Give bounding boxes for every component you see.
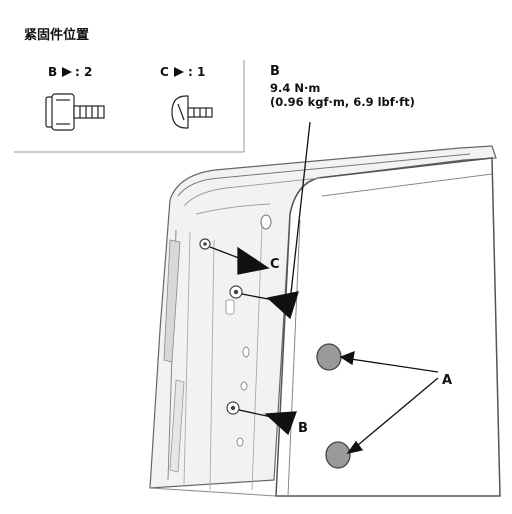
body-panel-illustration — [149, 145, 501, 497]
callout-leaders — [209, 121, 439, 454]
door-opening — [275, 157, 501, 497]
callout-c-marker-icon — [237, 246, 270, 275]
plug-a-lower — [325, 441, 351, 469]
legend-b-letter: B — [48, 65, 57, 79]
flange-bolt-icon — [45, 93, 105, 131]
screw-icon — [171, 95, 213, 129]
legend-b-qty: : 2 — [75, 65, 92, 79]
torque-spec-conversion: (0.96 kgf·m, 6.9 lbf·ft) — [270, 95, 415, 109]
torque-spec-value: 9.4 N·m — [270, 81, 320, 95]
callout-b-lower-marker-icon — [264, 411, 297, 436]
plug-a-upper — [316, 343, 342, 371]
legend-title: 紧固件位置 — [24, 27, 89, 43]
arrowhead-icon — [346, 440, 364, 454]
fastener-points — [199, 238, 351, 469]
legend-c-letter: C — [160, 65, 169, 79]
legend-c-qty: : 1 — [188, 65, 205, 79]
arrowhead-icon — [339, 350, 355, 366]
triangle-marker-icon — [62, 67, 72, 77]
callout-a-label: A — [442, 373, 452, 388]
callout-c-label: C — [270, 257, 280, 272]
torque-spec-letter: B — [270, 64, 280, 79]
torque-spec: B 9.4 N·m (0.96 kgf·m, 6.9 lbf·ft) — [270, 64, 415, 109]
fastener-legend: 紧固件位置 B : 2 C : 1 — [14, 27, 245, 153]
triangle-marker-icon — [174, 67, 184, 77]
callout-b-label: B — [298, 421, 308, 436]
